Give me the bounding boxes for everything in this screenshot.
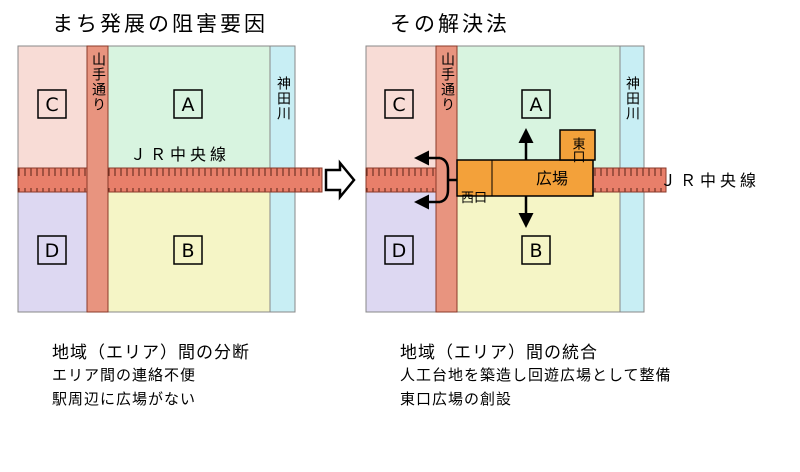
right-label-box-c bbox=[384, 89, 414, 119]
left-road-label: 山手通り bbox=[90, 52, 106, 112]
right-east-exit-plaza bbox=[559, 129, 596, 161]
left-label-box-c bbox=[37, 89, 67, 119]
right-plaza bbox=[456, 159, 594, 197]
right-area-b bbox=[456, 191, 621, 313]
right-point-2: 東口広場の創設 bbox=[400, 390, 513, 408]
left-label-box-a bbox=[173, 89, 203, 119]
right-label-box-d bbox=[384, 235, 414, 265]
right-title: その解決法 bbox=[390, 12, 510, 36]
right-west-exit-label: 西口 bbox=[461, 191, 487, 206]
left-area-a-label: A bbox=[182, 94, 195, 116]
left-point-2: 駅周辺に広場がない bbox=[52, 390, 197, 408]
left-label-box-b bbox=[173, 235, 203, 265]
left-river-label: 神田川 bbox=[275, 76, 291, 121]
left-point-1: エリア間の連絡不便 bbox=[52, 366, 197, 384]
left-map: C A D B 山手通り 神田川 ＪＲ中央線 bbox=[17, 45, 323, 313]
right-river-label: 神田川 bbox=[624, 76, 640, 121]
right-area-a-label: A bbox=[530, 94, 543, 116]
right-area-b-label: B bbox=[529, 240, 542, 262]
transition-arrow-icon bbox=[324, 159, 356, 201]
right-map: C A D B 山手通り 神田川 広場 東口 西口 ＪＲ中央線 bbox=[365, 45, 760, 313]
left-title: まち発展の阻害要因 bbox=[52, 12, 268, 36]
right-area-c-label: C bbox=[392, 94, 405, 116]
right-east-exit-label: 東口 bbox=[570, 136, 586, 163]
right-rail-label: ＪＲ中央線 bbox=[660, 171, 760, 190]
left-area-c-label: C bbox=[45, 94, 58, 116]
left-area-b-label: B bbox=[181, 240, 194, 262]
left-caption: 地域（エリア）間の分断 bbox=[52, 343, 250, 363]
right-plaza-label: 広場 bbox=[536, 169, 568, 188]
right-road-label: 山手通り bbox=[439, 52, 455, 112]
left-label-box-d bbox=[37, 235, 67, 265]
left-area-a bbox=[107, 45, 271, 169]
right-point-1: 人工台地を築造し回遊広場として整備 bbox=[400, 366, 672, 384]
left-rail-label: ＪＲ中央線 bbox=[130, 145, 230, 164]
right-label-box-b bbox=[521, 235, 551, 265]
right-area-d bbox=[365, 191, 437, 313]
left-area-d-label: D bbox=[45, 240, 60, 262]
right-label-box-a bbox=[521, 89, 551, 119]
right-caption: 地域（エリア）間の統合 bbox=[400, 343, 598, 363]
left-rail-track bbox=[17, 167, 323, 193]
right-area-d-label: D bbox=[392, 240, 407, 262]
